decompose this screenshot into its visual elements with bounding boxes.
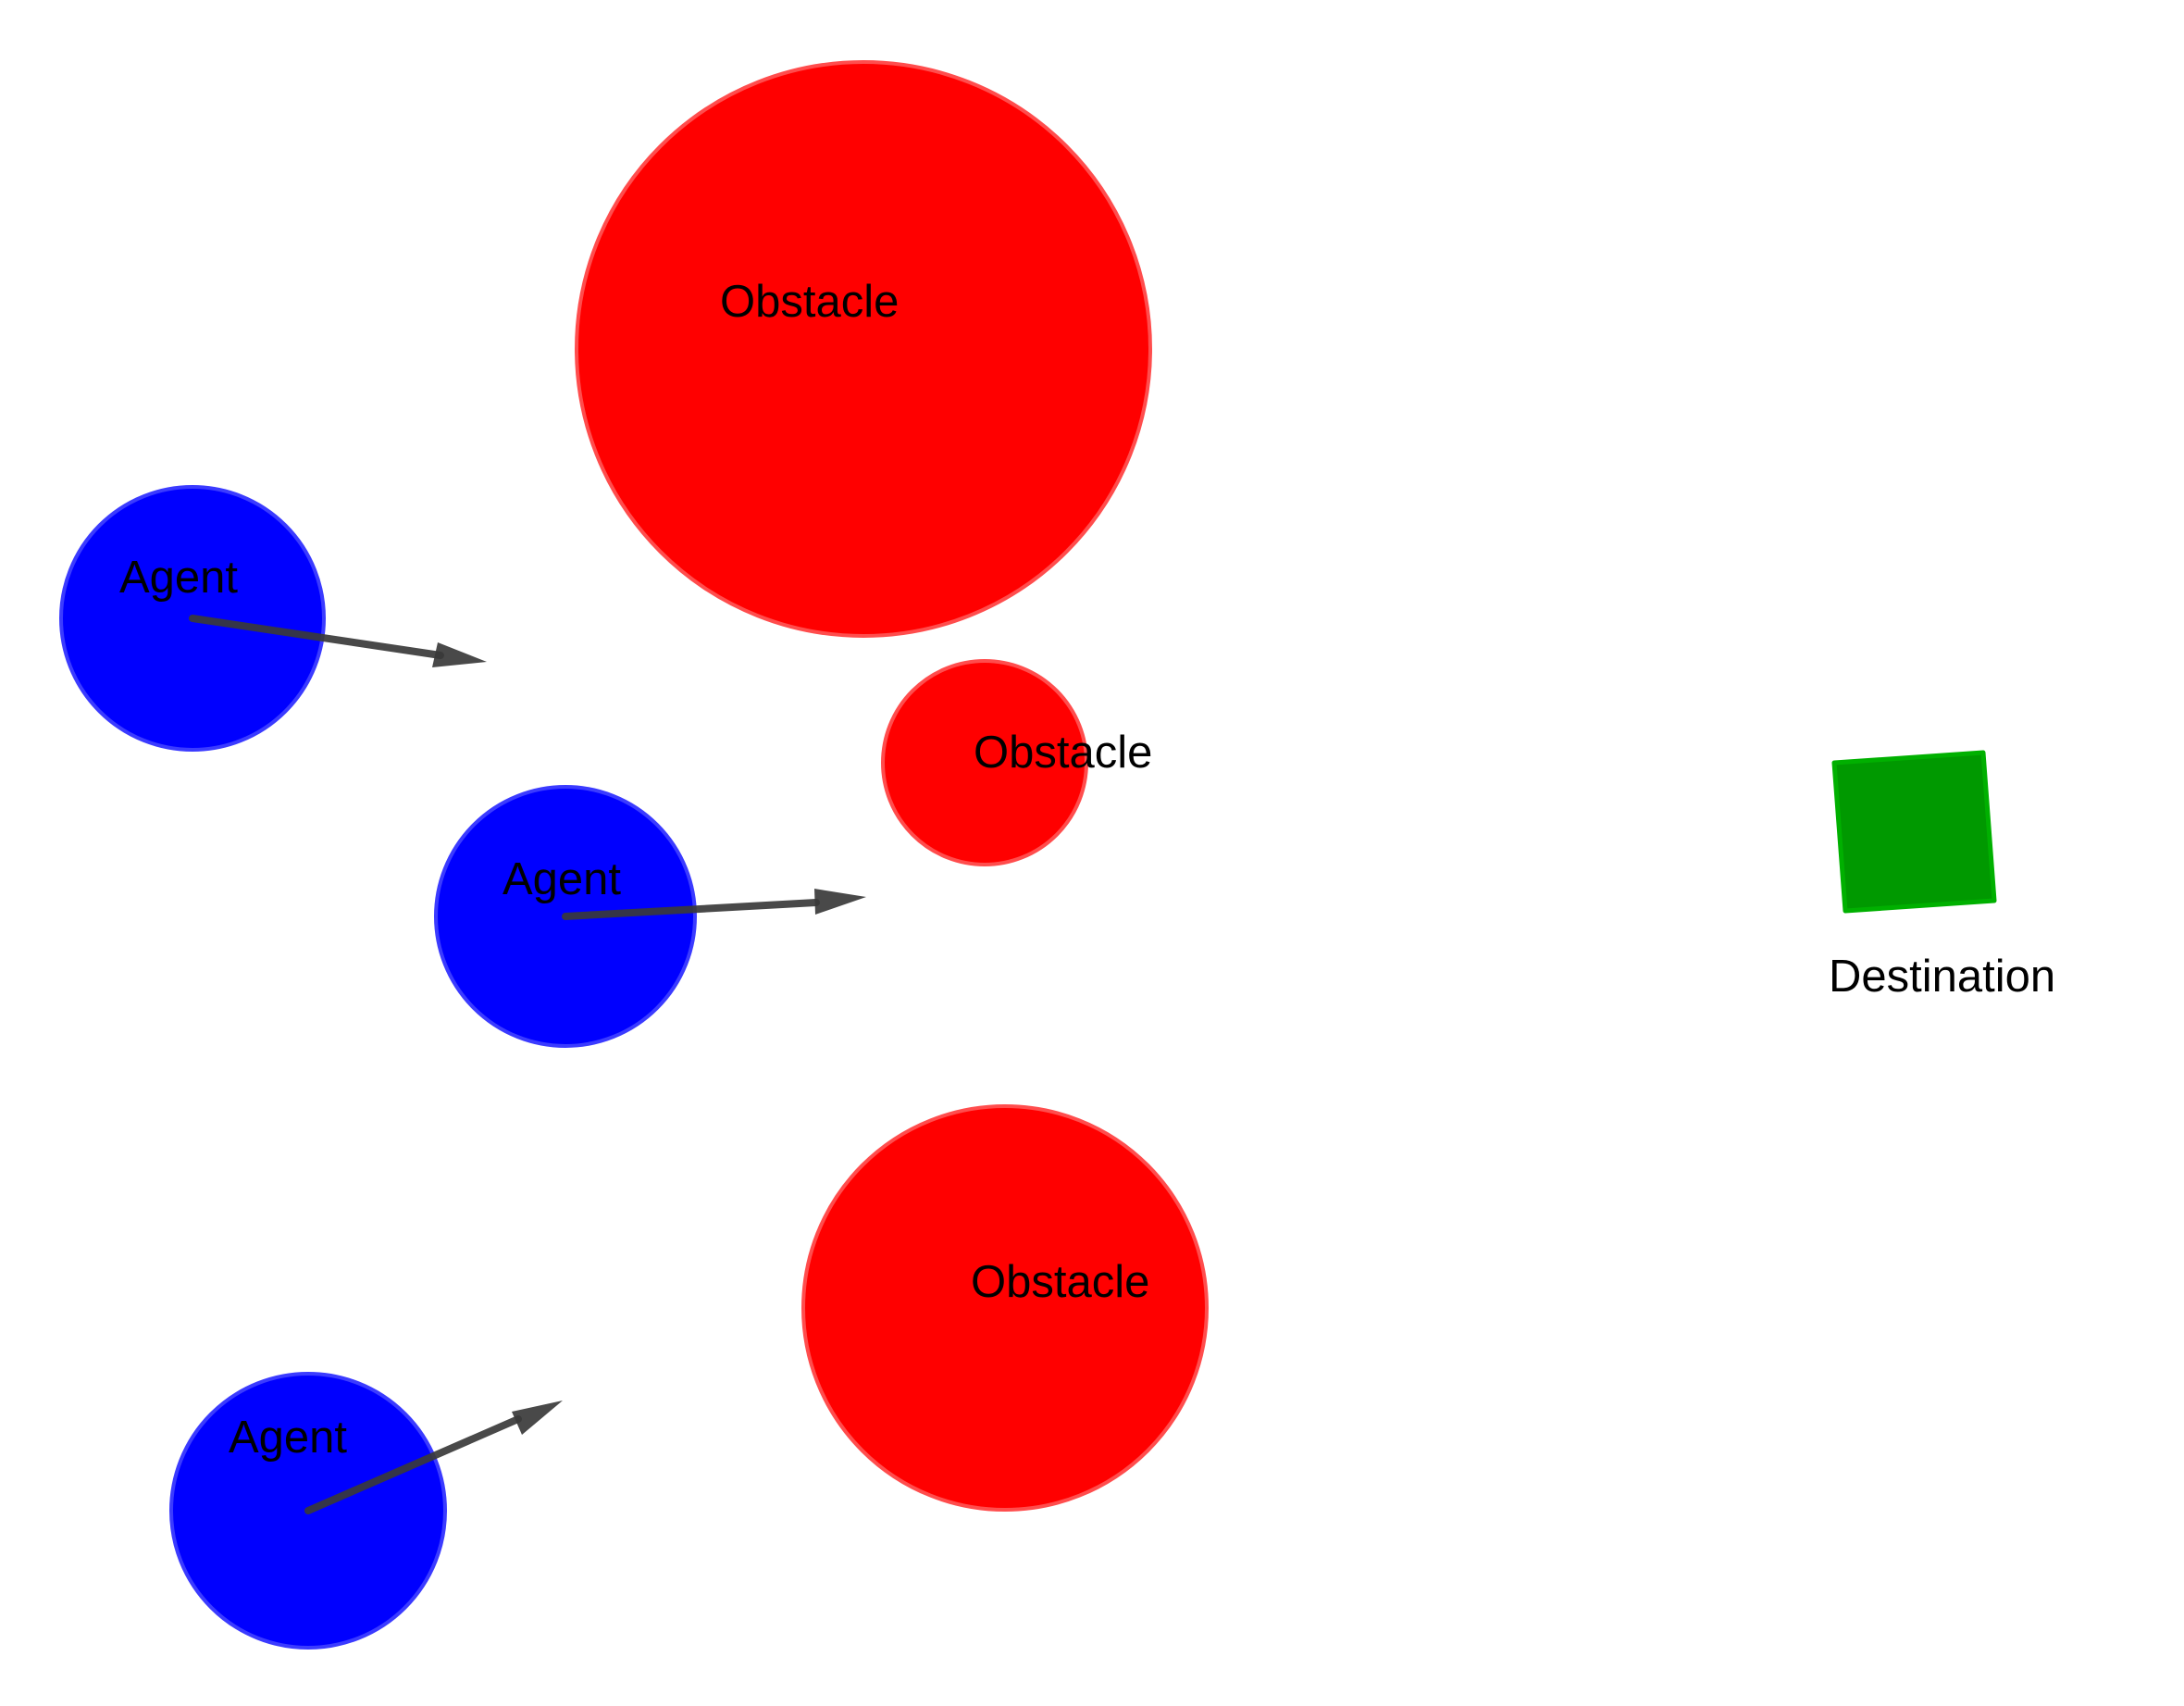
agent-1-label: Agent — [119, 553, 238, 603]
obstacle-2-shape — [881, 659, 1088, 866]
agent-1-velocity-arrow — [189, 615, 487, 667]
agent-3-velocity-arrow — [304, 1401, 563, 1514]
obstacle-1: Obstacle — [575, 60, 1152, 638]
agent-2-velocity-arrow — [562, 889, 866, 920]
agent-2-label: Agent — [503, 854, 621, 904]
agent-2: Agent — [434, 785, 866, 1048]
obstacle-3-label: Obstacle — [971, 1257, 1149, 1307]
destination-label: Destination — [1829, 952, 2055, 1002]
agent-1: Agent — [59, 485, 487, 752]
obstacle-2: Obstacle — [881, 659, 1152, 866]
agent-3: Agent — [169, 1372, 563, 1650]
agent-3-label: Agent — [229, 1413, 347, 1463]
obstacle-3-shape — [801, 1104, 1209, 1512]
obstacle-1-shape — [575, 60, 1152, 638]
destination: Destination — [1829, 750, 2055, 1002]
obstacle-1-label: Obstacle — [720, 277, 899, 327]
obstacle-2-label: Obstacle — [974, 728, 1152, 778]
destination-square — [1831, 750, 1997, 914]
obstacle-3: Obstacle — [801, 1104, 1209, 1512]
